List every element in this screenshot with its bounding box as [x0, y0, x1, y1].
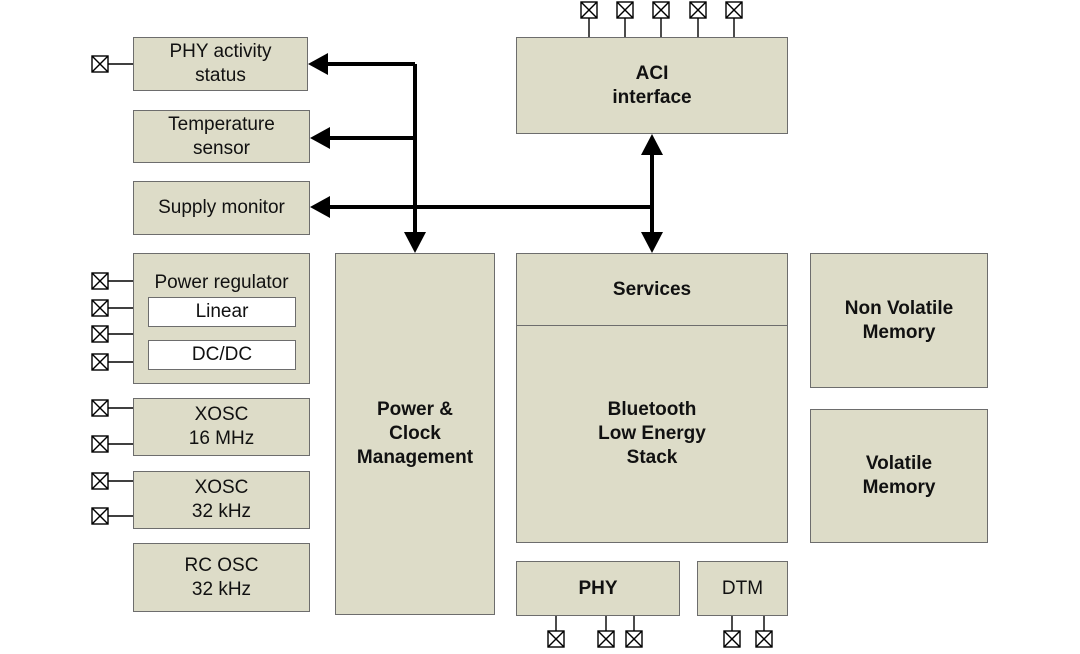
- pin-phy-activity: [91, 55, 109, 73]
- arrow-supply-monitor: [310, 196, 330, 218]
- pin-xosc32-2: [91, 507, 109, 525]
- pin-dtm-2: [755, 630, 773, 648]
- arrow-aci: [641, 134, 663, 155]
- dcdc-label: DC/DC: [191, 344, 253, 365]
- arrow-services: [641, 232, 663, 253]
- pin-aci-1: [580, 1, 598, 19]
- temperature-sensor-label: Temperature sensor: [168, 113, 275, 159]
- pin-xosc16-2: [91, 435, 109, 453]
- aci-interface-label: ACI interface: [612, 62, 692, 108]
- pin-aci-4: [689, 1, 707, 19]
- xosc-16mhz-block: XOSC 16 MHz: [133, 398, 310, 456]
- non-volatile-memory-label: Non Volatile Memory: [844, 297, 954, 343]
- pin-regulator-1: [91, 272, 109, 290]
- supply-monitor-label: Supply monitor: [158, 197, 285, 218]
- services-block: Services: [516, 253, 788, 327]
- phy-block: PHY: [516, 561, 680, 616]
- non-volatile-memory-block: Non Volatile Memory: [810, 253, 988, 388]
- arrow-temperature: [310, 127, 330, 149]
- ble-stack-label: Bluetooth Low Energy Stack: [598, 399, 706, 468]
- dtm-label: DTM: [721, 577, 764, 599]
- pin-xosc16-1: [91, 399, 109, 417]
- phy-activity-status-block: PHY activity status: [133, 37, 308, 91]
- services-label: Services: [612, 279, 692, 300]
- volatile-memory-block: Volatile Memory: [810, 409, 988, 543]
- pin-phy-2: [597, 630, 615, 648]
- linear-regulator-box: Linear: [148, 297, 296, 327]
- arrow-heads: [308, 53, 663, 253]
- xosc-32khz-block: XOSC 32 kHz: [133, 471, 310, 529]
- phy-label: PHY: [578, 577, 618, 599]
- pin-regulator-2: [91, 299, 109, 317]
- pin-phy-3: [625, 630, 643, 648]
- aci-interface-block: ACI interface: [516, 37, 788, 134]
- pin-regulator-3: [91, 325, 109, 343]
- rc-osc-block: RC OSC 32 kHz: [133, 543, 310, 612]
- arrow-pcm: [404, 232, 426, 253]
- rc-osc-label: RC OSC 32 kHz: [184, 554, 259, 600]
- pin-xosc32-1: [91, 472, 109, 490]
- xosc-32khz-label: XOSC 32 kHz: [191, 477, 252, 522]
- phy-activity-status-label: PHY activity status: [169, 41, 272, 86]
- pin-aci-5: [725, 1, 743, 19]
- power-clock-management-block: Power & Clock Management: [335, 253, 495, 615]
- dcdc-regulator-box: DC/DC: [148, 340, 296, 370]
- xosc-16mhz-label: XOSC 16 MHz: [188, 404, 255, 449]
- pin-regulator-4: [91, 353, 109, 371]
- pin-dtm-1: [723, 630, 741, 648]
- pin-stubs: [108, 18, 765, 631]
- power-regulator-block: Power regulator Linear DC/DC: [133, 253, 310, 384]
- temperature-sensor-block: Temperature sensor: [133, 110, 310, 163]
- linear-label: Linear: [195, 301, 249, 322]
- power-clock-management-label: Power & Clock Management: [356, 399, 474, 468]
- ble-stack-block: Bluetooth Low Energy Stack: [516, 325, 788, 543]
- bus-lines: [316, 62, 654, 240]
- power-regulator-label: Power regulator: [154, 272, 289, 293]
- pin-aci-3: [652, 1, 670, 19]
- dtm-block: DTM: [697, 561, 788, 616]
- volatile-memory-label: Volatile Memory: [862, 453, 936, 498]
- arrow-phy-activity: [308, 53, 328, 75]
- supply-monitor-block: Supply monitor: [133, 181, 310, 235]
- pin-aci-2: [616, 1, 634, 19]
- pin-phy-1: [547, 630, 565, 648]
